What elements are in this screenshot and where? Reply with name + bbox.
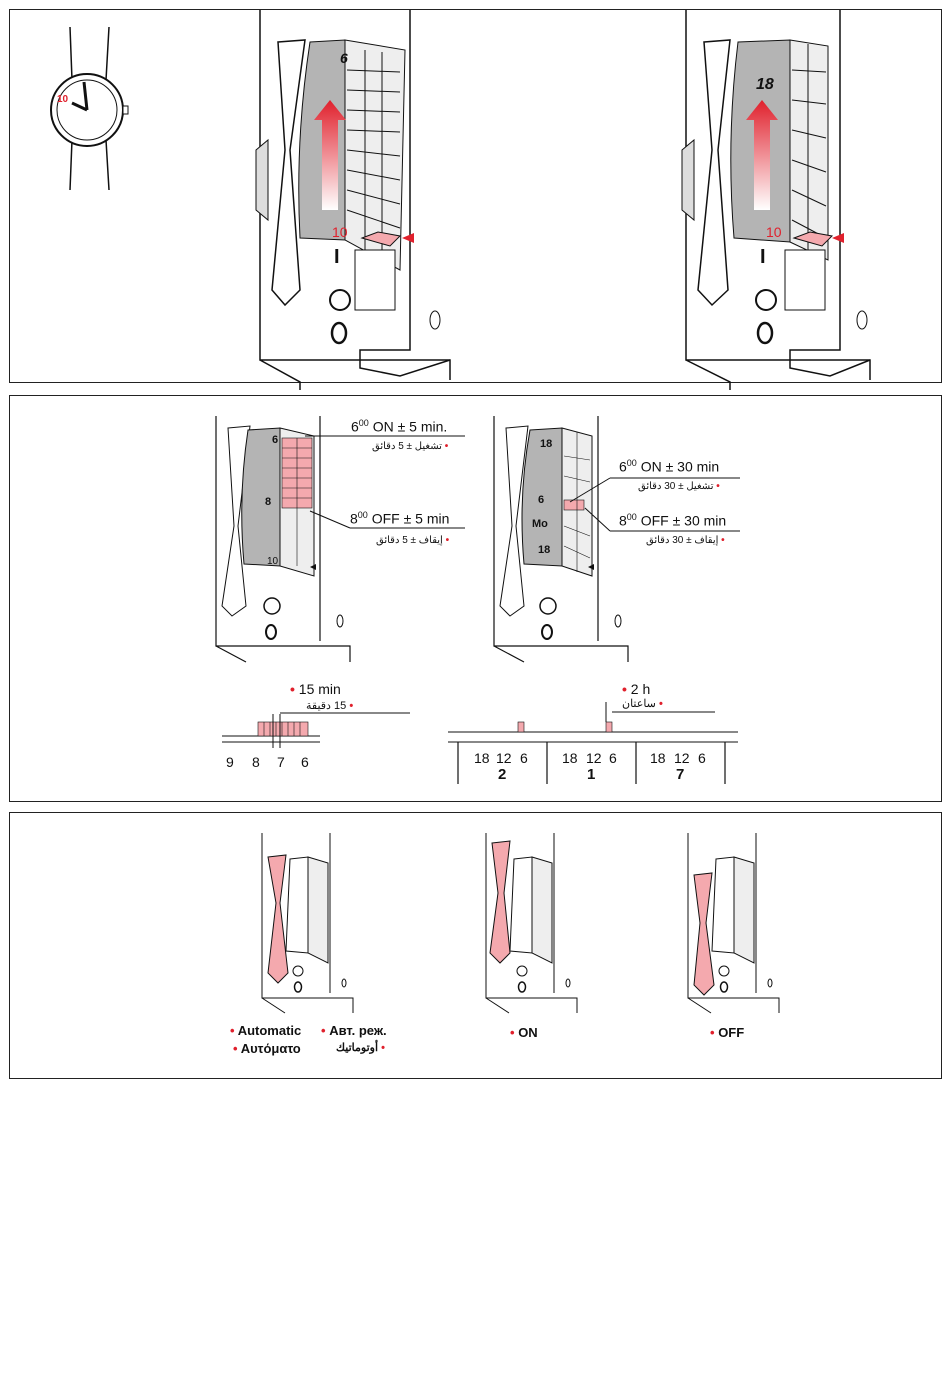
scale-2h: [448, 702, 738, 784]
off30-sup: 00: [626, 512, 637, 522]
on-5min-arabic: • تشغيل ± 5 دقائق: [372, 441, 449, 452]
mode-off-label: • OFF: [710, 1025, 745, 1040]
scale-2h-label: • 2 h: [622, 681, 651, 697]
scale-tick-6: 6: [301, 754, 309, 770]
timer-on-illustration: [485, 833, 578, 1014]
dial-number-6: 6: [340, 50, 348, 66]
wristwatch-icon: [50, 26, 129, 191]
day7-tick-18: 18: [650, 750, 666, 766]
timer-5min-illustration: [215, 416, 465, 663]
on-30min-label: 600 ON ± 30 min: [619, 458, 719, 475]
on-5min-label: 600 ON ± 5 min.: [351, 418, 447, 435]
dial5-number-10: 10: [267, 556, 279, 567]
automatic-text: Automatic: [237, 1023, 302, 1038]
scale-tick-7: 7: [277, 754, 285, 770]
dial5-number-8: 8: [265, 496, 272, 508]
panel2-illustration: [215, 416, 740, 784]
off-30min-arabic: • إيقاف ± 30 دقائق: [646, 535, 725, 546]
scale-2h-arabic: • ساعتان: [622, 698, 663, 710]
on30-text: ON ± 30 min: [636, 458, 720, 475]
mode-on-label: • ON: [510, 1025, 538, 1040]
automatic-russian-text: Авт. реж.: [329, 1023, 387, 1038]
scale-15min-arabic-text: 15 دقيقة: [306, 700, 347, 712]
timer-30min-illustration: [493, 416, 740, 663]
on5-arabic-text: تشغيل ± 5 دقائق: [372, 441, 442, 452]
scale-15min: [222, 712, 410, 748]
dial30-label-mo: Mo: [532, 518, 548, 530]
mode-automatic-russian-label: • Авт. реж.: [321, 1023, 387, 1038]
off5-text: OFF ± 5 min: [367, 510, 450, 527]
on-30min-arabic: • تشغيل ± 30 دقائق: [638, 481, 720, 492]
dial30-number-6: 6: [538, 494, 545, 506]
timer-right-illustration: [681, 10, 871, 390]
off30-time: 8: [619, 512, 627, 529]
day2-tick-18: 18: [474, 750, 490, 766]
scale-tick-8: 8: [252, 754, 260, 770]
scale-tick-9: 9: [226, 754, 234, 770]
off30-arabic-text: إيقاف ± 30 دقائق: [646, 535, 719, 546]
automatic-greek-text: Αυτόματο: [240, 1041, 301, 1056]
dial30-number-18: 18: [540, 438, 553, 450]
scale-2h-text: 2 h: [630, 681, 651, 697]
day-label-7: 7: [676, 766, 685, 783]
off-text: OFF: [718, 1025, 745, 1040]
off5-sup: 00: [357, 510, 368, 520]
on30-sup: 00: [626, 458, 637, 468]
day1-tick-6: 6: [609, 750, 617, 766]
mode-automatic-arabic-label: • أوتوماتيك: [336, 1042, 385, 1054]
switch-on-symbol-right: I: [760, 246, 766, 268]
off-5min-label: 800 OFF ± 5 min: [350, 510, 449, 527]
on5-sup: 00: [358, 418, 369, 428]
off5-time: 8: [350, 510, 358, 527]
on-text: ON: [518, 1025, 538, 1040]
panel-set-time: 10 6 10 18 10 I I: [9, 9, 942, 390]
dial-current-10: 10: [332, 224, 348, 240]
panel-switch-modes: • Automatic • Αυτόματο • Авт. реж. • أوت…: [9, 812, 942, 1079]
dial-number-18: 18: [756, 76, 774, 93]
off-5min-arabic: • إيقاف ± 5 دقائق: [376, 535, 450, 546]
timer-automatic-illustration: [261, 833, 354, 1014]
off30-text: OFF ± 30 min: [636, 512, 727, 529]
day-label-1: 1: [587, 766, 596, 783]
mode-automatic-label: • Automatic: [230, 1023, 302, 1038]
mode-automatic-greek-label: • Αυτόματο: [233, 1041, 301, 1056]
on30-time: 6: [619, 458, 627, 475]
scale-15min-label: • 15 min: [290, 681, 341, 697]
day1-tick-12: 12: [586, 750, 602, 766]
day-label-2: 2: [498, 766, 507, 783]
on5-text: ON ± 5 min.: [368, 418, 448, 435]
day1-tick-18: 18: [562, 750, 578, 766]
scale-15min-arabic: • 15 دقيقة: [306, 700, 354, 712]
day7-tick-12: 12: [674, 750, 690, 766]
on30-arabic-text: تشغيل ± 30 دقائق: [638, 481, 714, 492]
panel3-illustration: [261, 833, 780, 1014]
day2-tick-6: 6: [520, 750, 528, 766]
automatic-arabic-text: أوتوماتيك: [336, 1042, 379, 1054]
switch-on-symbol: I: [334, 246, 340, 268]
scale-15min-text: 15 min: [298, 681, 341, 697]
day7-tick-6: 6: [698, 750, 706, 766]
timer-left-illustration: [255, 10, 451, 390]
day2-tick-12: 12: [496, 750, 512, 766]
watch-hour-label: 10: [57, 94, 69, 105]
dial5-number-6: 6: [272, 434, 279, 446]
panel-programming: 6 8 10 18 6 Mo 18 600 ON ± 5 min. • تشغي…: [9, 395, 942, 802]
dial-current-10-right: 10: [766, 224, 782, 240]
panel1-illustration: [50, 10, 871, 390]
scale-2h-arabic-text: ساعتان: [622, 698, 656, 710]
off-30min-label: 800 OFF ± 30 min: [619, 512, 726, 529]
off5-arabic-text: إيقاف ± 5 دقائق: [376, 535, 443, 546]
on5-time: 6: [351, 418, 359, 435]
timer-off-illustration: [687, 833, 780, 1014]
dial30-number-18b: 18: [538, 544, 551, 556]
